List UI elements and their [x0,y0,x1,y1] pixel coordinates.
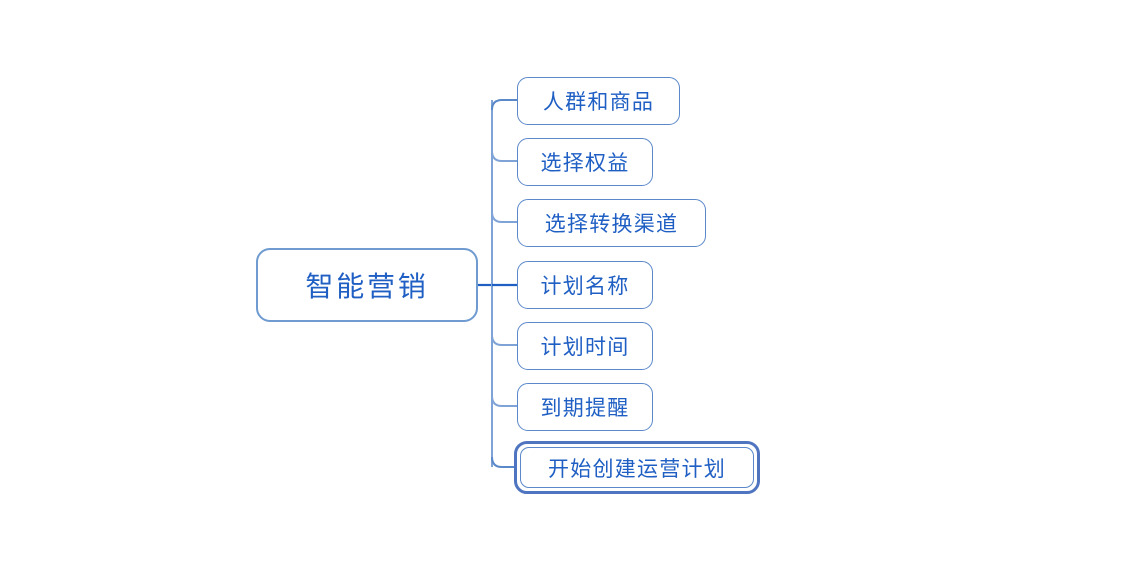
node-label: 计划名称 [540,275,630,298]
node-label: 人群和商品 [542,91,655,114]
node-expiry-reminder[interactable]: 到期提醒 [517,383,653,431]
connector-branch-5 [491,334,517,346]
connector-branch-7 [491,456,514,468]
node-plan-time[interactable]: 计划时间 [517,322,653,370]
node-start-create-operation-plan[interactable]: 开始创建运营计划 [514,441,760,494]
node-inner-frame: 开始创建运营计划 [520,447,754,488]
node-label: 选择权益 [540,152,630,175]
node-select-benefits[interactable]: 选择权益 [517,138,653,186]
root-node[interactable]: 智能营销 [256,248,478,322]
connector-branch-2 [491,150,517,162]
node-label: 到期提醒 [540,397,630,420]
root-node-label: 智能营销 [305,271,429,302]
connector-branch-3 [491,211,517,223]
node-label: 计划时间 [540,336,630,359]
node-people-and-products[interactable]: 人群和商品 [517,77,680,125]
node-plan-name[interactable]: 计划名称 [517,261,653,309]
connector-branch-6 [491,395,517,407]
node-label: 选择转换渠道 [544,213,679,236]
node-select-conversion-channel[interactable]: 选择转换渠道 [517,199,706,247]
node-label: 开始创建运营计划 [547,457,727,481]
connector-branch-1 [491,99,517,111]
